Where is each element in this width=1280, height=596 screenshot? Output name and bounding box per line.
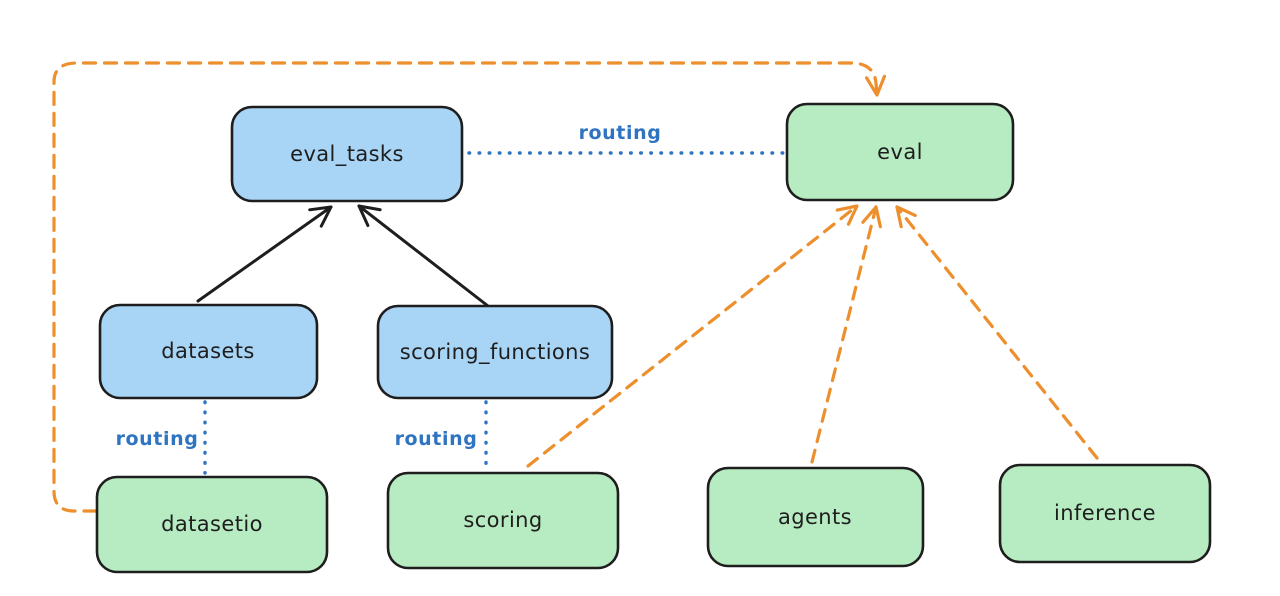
node-scoring-functions: scoring_functions <box>376 304 614 400</box>
node-scoring-functions-label: scoring_functions <box>400 340 590 365</box>
node-scoring-label: scoring <box>463 508 542 532</box>
edge-agents-to-eval <box>810 205 882 464</box>
node-inference: inference <box>998 463 1212 564</box>
edge-label-routing-top: routing <box>579 122 662 144</box>
node-agents-label: agents <box>778 505 852 529</box>
node-eval-label: eval <box>877 140 923 164</box>
node-datasets-label: datasets <box>161 339 255 363</box>
edge-inference-to-eval <box>895 205 1099 460</box>
edge-datasets-to-eval-tasks <box>196 205 333 303</box>
node-agents: agents <box>706 466 925 568</box>
node-inference-label: inference <box>1054 501 1156 525</box>
edge-datasetio-to-eval <box>52 61 887 513</box>
node-datasetio: datasetio <box>95 475 329 574</box>
node-scoring: scoring <box>386 471 620 570</box>
node-eval-tasks: eval_tasks <box>230 105 464 203</box>
edge-scoring-to-eval <box>526 204 859 468</box>
node-datasetio-label: datasetio <box>161 512 263 536</box>
node-eval-tasks-label: eval_tasks <box>290 142 404 167</box>
node-datasets: datasets <box>98 303 319 400</box>
edge-scoring-functions-to-eval-tasks <box>357 204 490 308</box>
node-eval: eval <box>785 102 1015 202</box>
edge-label-routing-left: routing <box>116 428 199 450</box>
edge-label-routing-mid: routing <box>395 428 478 450</box>
